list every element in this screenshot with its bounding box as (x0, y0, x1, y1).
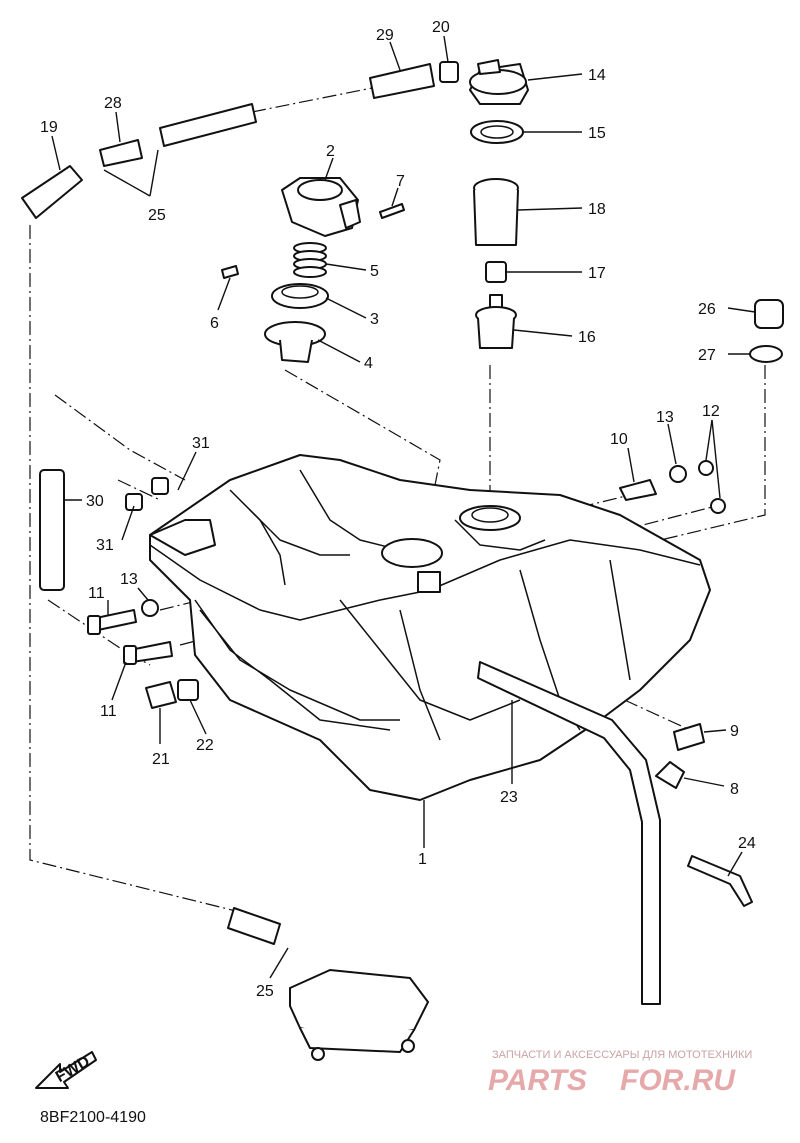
fwd-arrow-icon: FWD (35, 1051, 97, 1089)
bracket-8 (655, 761, 685, 789)
band-24 (687, 855, 753, 907)
clip-9 (673, 723, 705, 751)
label-part-16: 16 (578, 329, 596, 346)
fuel-cock-14 (469, 59, 529, 105)
label-part-20: 20 (432, 19, 450, 36)
watermark-tagline: ЗАПЧАСТИ И АКСЕССУАРЫ ДЛЯ МОТОТЕХНИКИ (492, 1049, 752, 1061)
hose-19 (21, 165, 83, 219)
label-part-22: 22 (196, 737, 214, 754)
label-part-25-lower: 25 (256, 983, 274, 1000)
label-part-2: 2 (326, 143, 335, 160)
label-part-26: 26 (698, 301, 716, 318)
label-part-25-upper: 25 (148, 207, 166, 224)
gasket-15 (470, 120, 524, 144)
label-part-9: 9 (730, 723, 739, 740)
watermark-brand-left: PARTS (488, 1064, 587, 1097)
clip-31 (125, 477, 169, 511)
label-part-24: 24 (738, 835, 756, 852)
pump-assembly (289, 969, 429, 1061)
watermark: ЗАПЧАСТИ И АКСЕССУАРЫ ДЛЯ МОТОТЕХНИКИ PA… (488, 1049, 752, 1097)
washer-13-right (669, 465, 687, 483)
label-part-29: 29 (376, 27, 394, 44)
strainer-18 (473, 178, 519, 246)
label-part-11-lower: 11 (100, 703, 117, 720)
clamp-22 (177, 679, 199, 701)
filler-cap-2 (281, 177, 361, 237)
spring-5 (293, 242, 327, 278)
label-part-28: 28 (104, 95, 122, 112)
hose-lower (227, 907, 281, 945)
label-part-18: 18 (588, 201, 606, 218)
label-part-6: 6 (210, 315, 219, 332)
fuel-valve-16 (475, 294, 517, 349)
bolt-11-upper (87, 609, 137, 635)
label-part-19: 19 (40, 119, 58, 136)
label-part-12: 12 (702, 403, 720, 420)
filler-neck-4 (264, 321, 326, 363)
part-number-labels: 1 2 3 4 5 6 7 8 9 10 11 11 12 13 13 14 1… (40, 19, 756, 1000)
label-part-21: 21 (152, 751, 170, 768)
label-part-15: 15 (588, 125, 606, 142)
ring-3 (271, 283, 329, 309)
label-part-13-left: 13 (120, 571, 138, 588)
hose-29 (369, 63, 435, 99)
clip-10 (619, 479, 657, 501)
washer-13-left (141, 599, 159, 617)
joint-28 (99, 139, 143, 167)
label-part-17: 17 (588, 265, 606, 282)
label-part-10: 10 (610, 431, 628, 448)
bolt-11-lower (123, 641, 173, 665)
label-part-23: 23 (500, 789, 518, 806)
watermark-brand-right: FOR.RU (620, 1064, 736, 1097)
label-part-13-right: 13 (656, 409, 674, 426)
collar-27 (749, 345, 783, 363)
hose-30 (39, 469, 65, 591)
label-part-8: 8 (730, 781, 739, 798)
label-part-31-lower: 31 (96, 537, 114, 554)
label-part-30: 30 (86, 493, 104, 510)
label-part-7: 7 (396, 173, 405, 190)
pin-6 (221, 265, 239, 279)
grommet-12 (698, 460, 726, 514)
label-part-27: 27 (698, 347, 716, 364)
label-part-5: 5 (370, 263, 379, 280)
label-part-11-upper: 11 (88, 585, 105, 602)
nut-17 (485, 261, 507, 283)
label-part-14: 14 (588, 67, 606, 84)
label-part-4: 4 (364, 355, 373, 372)
clip-20 (439, 61, 459, 83)
damper-26 (754, 299, 784, 329)
hose-upper (159, 103, 257, 147)
diagram-code: 8BF2100-4190 (40, 1109, 146, 1126)
hose-21 (145, 681, 177, 709)
leader-lines (51, 35, 756, 979)
label-part-31-upper: 31 (192, 435, 210, 452)
fwd-label: FWD (53, 1053, 93, 1086)
breather-hose-23 (477, 661, 661, 1005)
label-part-1: 1 (418, 851, 427, 868)
pin-7 (379, 203, 405, 219)
label-part-3: 3 (370, 311, 379, 328)
